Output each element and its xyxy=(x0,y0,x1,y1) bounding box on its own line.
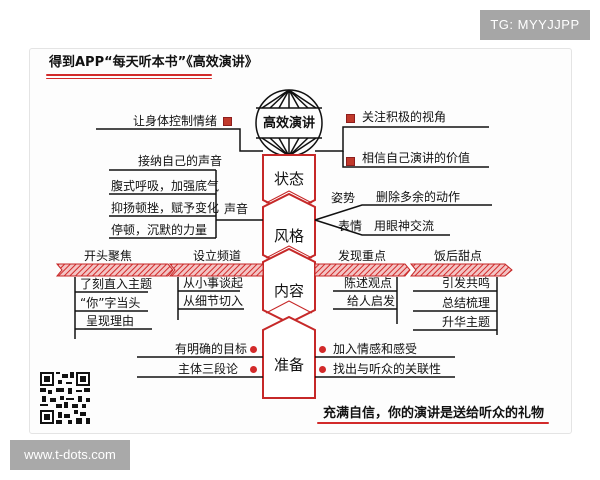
prepare-right-item: 找出与听众的关联性 xyxy=(333,362,442,376)
stage-item: 了刻直入主题 xyxy=(80,277,153,291)
voice-item: 抑扬顿挫，赋予变化 xyxy=(111,201,220,215)
stage-label: 开头聚焦 xyxy=(84,249,133,263)
bullet-dot-icon xyxy=(250,346,257,353)
expression-label: 表情 xyxy=(338,219,363,233)
seal-icon xyxy=(346,157,355,166)
expression-item: 用眼神交流 xyxy=(374,219,435,233)
closing-quote: 充满自信，你的演讲是送给听众的礼物 xyxy=(323,406,545,421)
spine-content: 内容 xyxy=(273,282,304,300)
stage-item: 总结梳理 xyxy=(442,296,491,310)
prepare-right-item: 加入情感和感受 xyxy=(333,342,418,356)
state-right-item: 相信自己演讲的价值 xyxy=(362,151,471,165)
gesture-label: 姿势 xyxy=(331,191,356,205)
bullet-dot-icon xyxy=(250,366,257,373)
spine-prepare: 准备 xyxy=(273,356,304,374)
stage-label: 发现重点 xyxy=(338,249,387,263)
prepare-left-item: 有明确的目标 xyxy=(175,342,248,356)
stage-item: 从小事谈起 xyxy=(183,276,244,290)
telegram-badge: TG: MYYJJPP xyxy=(480,10,590,40)
state-left-item: 让身体控制情绪 xyxy=(133,114,218,128)
title-underline xyxy=(46,74,212,76)
stage-item: 升华主题 xyxy=(442,315,491,329)
stage-item: 给人启发 xyxy=(347,294,396,308)
title-underline-2 xyxy=(46,78,212,79)
prepare-left-item: 主体三段论 xyxy=(178,362,239,376)
page-title: 得到APP“每天听本书”《高效演讲》 xyxy=(49,55,258,70)
voice-item: 接纳自己的声音 xyxy=(138,154,223,168)
seal-icon xyxy=(346,114,355,123)
bullet-dot-icon xyxy=(319,346,326,353)
stage-item: 引发共鸣 xyxy=(442,276,491,290)
stage-label: 设立频道 xyxy=(193,249,242,263)
qr-code-icon xyxy=(40,372,90,424)
bullet-dot-icon xyxy=(319,366,326,373)
stage-item: 呈现理由 xyxy=(86,314,135,328)
voice-item: 腹式呼吸，加强底气 xyxy=(111,179,220,193)
voice-label: 声音 xyxy=(224,202,249,216)
quote-underline xyxy=(317,422,549,424)
stage-item: 从细节切入 xyxy=(183,294,244,308)
state-right-item: 关注积极的视角 xyxy=(362,110,447,124)
spine-state: 状态 xyxy=(273,170,304,188)
seal-icon xyxy=(223,117,232,126)
central-topic: 高效演讲 xyxy=(262,116,315,131)
website-badge: www.t-dots.com xyxy=(10,440,130,470)
stage-item: 陈述观点 xyxy=(344,276,393,290)
voice-item: 停顿，沉默的力量 xyxy=(111,223,208,237)
stage-label: 饭后甜点 xyxy=(434,249,483,263)
gesture-item: 删除多余的动作 xyxy=(376,190,461,204)
spine-style: 风格 xyxy=(273,227,304,245)
stage-item: “你”字当头 xyxy=(80,296,141,310)
